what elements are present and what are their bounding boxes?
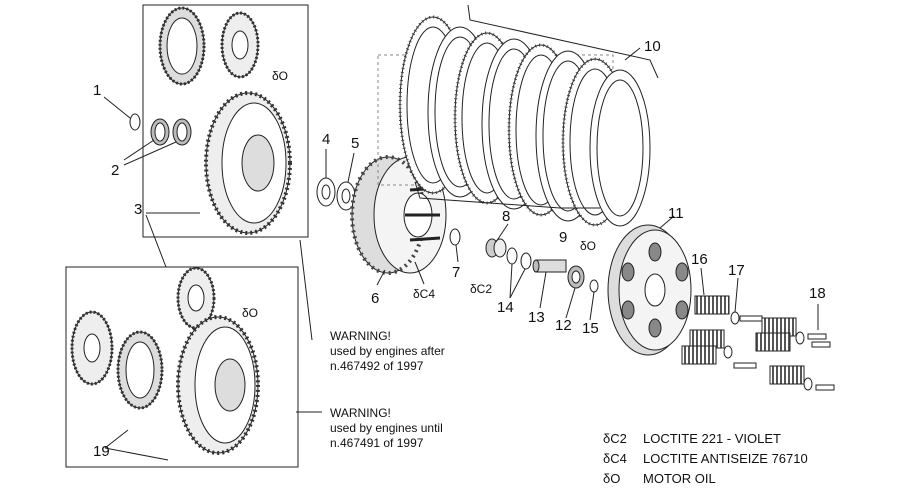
part-14-washer-b — [520, 252, 532, 270]
warning-after-line2: n.467492 of 1997 — [330, 359, 424, 373]
clutch-plates — [377, 15, 651, 227]
callout-3: 3 — [134, 201, 142, 218]
gear-small-bottom — [176, 266, 216, 330]
marker-c2: δC2 — [470, 282, 492, 296]
warning-until-title: WARNING! — [330, 406, 391, 420]
marker-c4: δC4 — [413, 287, 435, 301]
part-13-pushrod — [532, 259, 567, 273]
marker-oil-top: δO — [272, 69, 288, 83]
part-4-washer — [316, 177, 336, 207]
callout-19: 19 — [93, 443, 110, 460]
part-2-bushings — [150, 118, 192, 146]
legend-code: δC4 — [603, 450, 627, 466]
clutch-housing-bottom — [176, 315, 260, 455]
kit-box-top — [142, 4, 309, 238]
part-7-circlip — [449, 228, 461, 246]
callout-2: 2 — [111, 162, 119, 179]
part-15-circlip — [589, 279, 599, 293]
warning-after: WARNING! used by engines after n.467492 … — [330, 329, 445, 374]
callout-4: 4 — [322, 131, 330, 148]
callout-8: 8 — [502, 208, 510, 225]
warning-until-line1: used by engines until — [330, 421, 443, 435]
part-11-pressure-plate — [607, 224, 692, 356]
clutch-housing-top — [204, 91, 292, 235]
part-14-washer-a — [506, 247, 518, 265]
legend: δC2 LOCTITE 221 - VIOLET δC4 LOCTITE ANT… — [603, 428, 808, 488]
part-1-washer — [129, 113, 141, 131]
callout-12: 12 — [555, 317, 572, 334]
legend-code: δC2 — [603, 430, 627, 446]
legend-text: MOTOR OIL — [643, 470, 716, 486]
gear-small-top — [220, 11, 260, 79]
kit-box-bottom — [65, 266, 299, 468]
warning-until: WARNING! used by engines until n.467491 … — [330, 406, 443, 451]
part-18-screws — [733, 315, 835, 391]
part-12-bearing — [567, 265, 585, 289]
part-16-springs — [681, 295, 805, 385]
legend-text: LOCTITE 221 - VIOLET — [643, 430, 781, 446]
gear-large-top — [158, 6, 206, 86]
part-8-sleeve — [485, 238, 507, 258]
marker-oil-bottom: δO — [242, 306, 258, 320]
warning-until-line2: n.467491 of 1997 — [330, 436, 424, 450]
legend-text: LOCTITE ANTISEIZE 76710 — [643, 450, 808, 466]
gear-mid-bottom — [116, 330, 164, 410]
legend-code: δO — [603, 470, 621, 486]
callout-18: 18 — [809, 285, 826, 302]
leader-lines — [103, 47, 819, 461]
callout-14: 14 — [497, 299, 514, 316]
legend-row: δC4 LOCTITE ANTISEIZE 76710 — [603, 448, 808, 468]
callout-9: 9 — [559, 229, 567, 246]
callout-16: 16 — [691, 251, 708, 268]
legend-row: δO MOTOR OIL — [603, 468, 808, 488]
callout-6: 6 — [371, 290, 379, 307]
legend-row: δC2 LOCTITE 221 - VIOLET — [603, 428, 808, 448]
callout-13: 13 — [528, 309, 545, 326]
callout-10: 10 — [644, 38, 661, 55]
part-17-washers — [723, 311, 813, 391]
callout-5: 5 — [351, 135, 359, 152]
bracket-10 — [467, 4, 659, 79]
callout-17: 17 — [728, 262, 745, 279]
callout-15: 15 — [582, 320, 599, 337]
callout-11: 11 — [668, 205, 684, 222]
gear-left-bottom — [70, 310, 114, 386]
bracket-9 — [414, 181, 600, 209]
warning-after-title: WARNING! — [330, 329, 391, 343]
marker-oil-sleeve: δO — [580, 239, 596, 253]
callout-1: 1 — [93, 82, 101, 99]
callout-7: 7 — [452, 264, 460, 281]
warning-after-line1: used by engines after — [330, 344, 445, 358]
